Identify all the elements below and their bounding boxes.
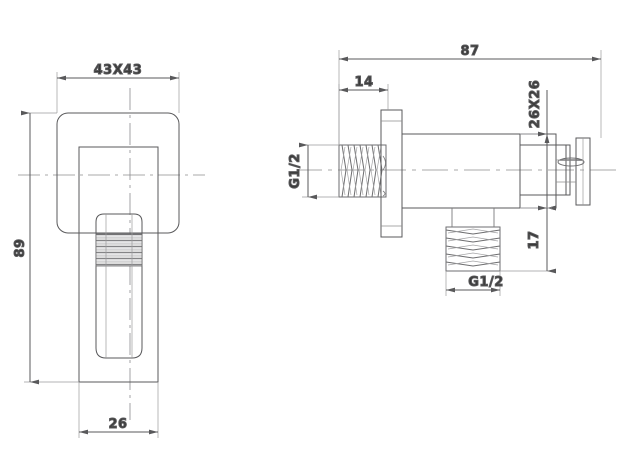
- dim-overall-height: [21, 110, 79, 385]
- front-view-centerlines: [18, 88, 205, 420]
- dim-outlet-offset-label: 17: [527, 230, 542, 249]
- dim-plate-width-label: 43X43: [94, 63, 143, 78]
- front-view-group: 43X43 89 26: [13, 63, 205, 438]
- outlet-thread-roots: [447, 228, 499, 266]
- dim-spout-width: [78, 382, 159, 438]
- dim-overall-height-label: 89: [13, 238, 28, 257]
- dim-outlet-thread-size: [445, 271, 501, 296]
- dim-plate-width: [56, 72, 180, 113]
- inlet-thread-assembly: [338, 144, 387, 198]
- oring-seal-detail: [557, 157, 585, 167]
- dim-inlet-thread-length: [338, 84, 389, 145]
- side-section-view-group: 87 14 G1/2: [288, 44, 620, 296]
- outlet-thread-crests: [445, 229, 501, 267]
- dim-overall-length: [338, 50, 602, 145]
- inlet-thread-relief-lower: [382, 190, 386, 197]
- spout-thread-hatch: [96, 234, 142, 266]
- dim-inlet-thread-size-label: G1/2: [288, 153, 303, 189]
- inlet-thread-relief-upper: [382, 155, 386, 171]
- dim-body-section-label: 26X26: [528, 80, 543, 129]
- escutcheon-plate-outline: [56, 112, 180, 234]
- dim-overall-length-label: 87: [460, 44, 479, 59]
- flange-plate-outline: [380, 109, 403, 238]
- dim-outlet-offset: [500, 205, 556, 274]
- dim-spout-width-label: 26: [108, 417, 127, 432]
- end-cap-outline: [575, 137, 591, 206]
- inlet-thread-crests: [341, 144, 383, 198]
- spout-outline: [95, 213, 143, 359]
- spout-thread-band-outline: [95, 233, 143, 267]
- inlet-thread-roots: [340, 146, 382, 196]
- outlet-thread-envelope: [445, 226, 501, 272]
- outlet-thread-assembly: [445, 226, 501, 272]
- dim-outlet-thread-size-label: G1/2: [468, 275, 504, 290]
- dim-inlet-thread-length-label: 14: [354, 75, 373, 90]
- dim-inlet-thread-size: [299, 142, 339, 200]
- body-tube-outline: [402, 133, 521, 209]
- outlet-head-nose: [556, 144, 571, 196]
- inlet-thread-envelope: [338, 144, 387, 198]
